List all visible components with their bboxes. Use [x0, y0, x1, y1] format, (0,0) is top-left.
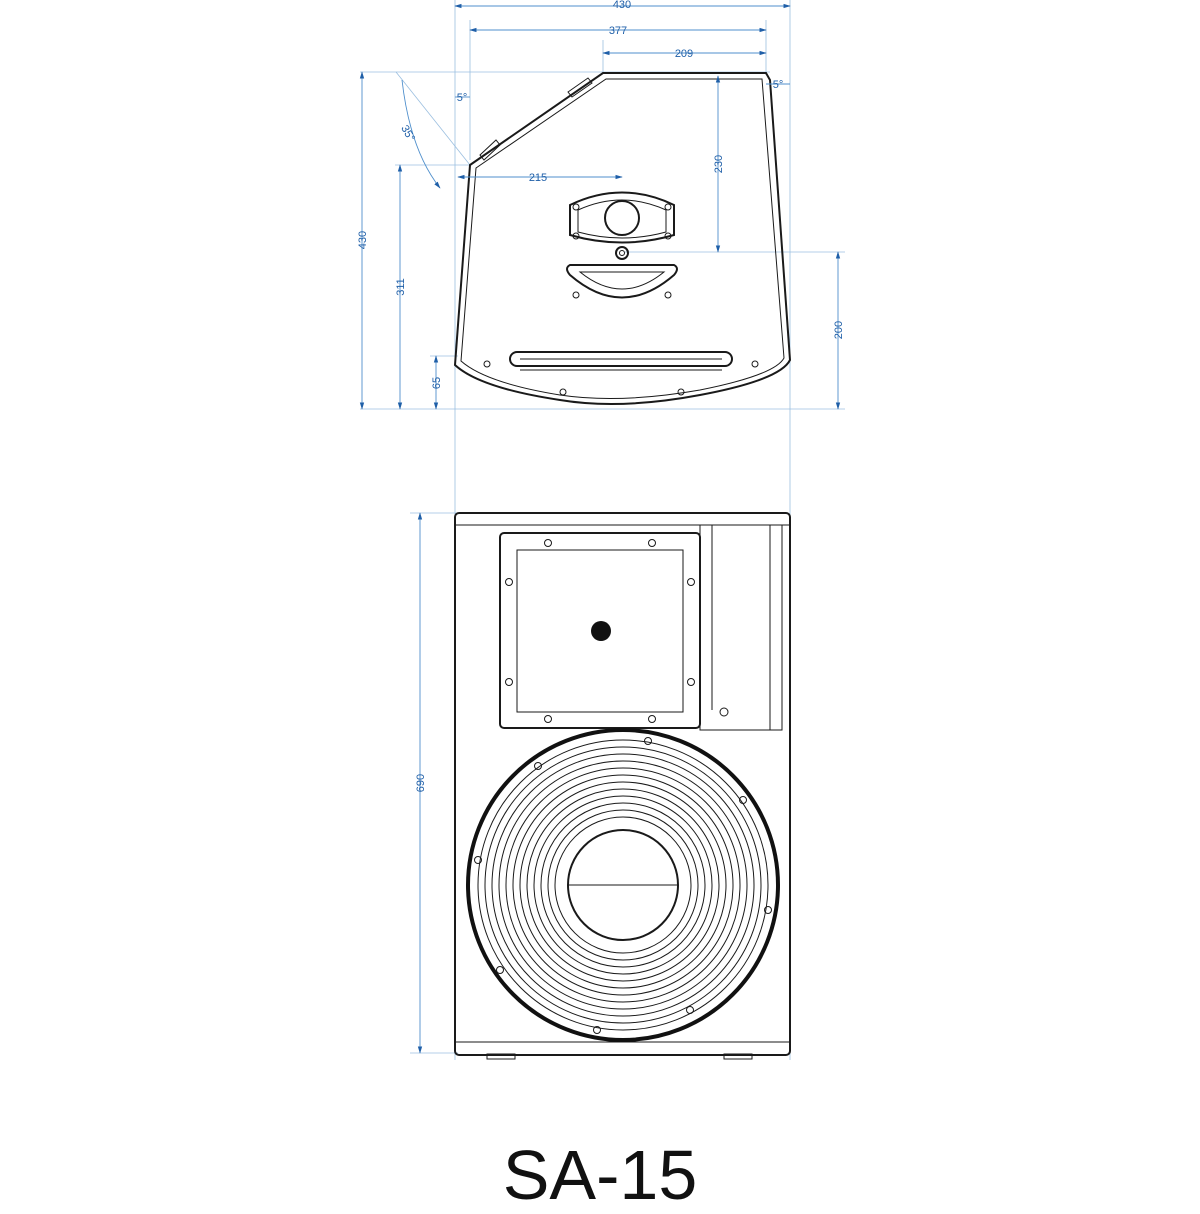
front-view: 690 — [410, 512, 791, 1060]
side-cabinet-outline — [453, 72, 792, 405]
dim-base-height: 65 — [431, 377, 443, 389]
tweeter-horn-icon — [569, 191, 675, 244]
dim-front-height: 311 — [395, 278, 407, 296]
dim-tweeter-height: 230 — [713, 155, 725, 173]
dim-front-tilt: 5° — [457, 92, 468, 104]
dim-total-height: 430 — [357, 231, 369, 249]
dim-total-width: 430 — [613, 0, 631, 11]
dim-handle-height: 200 — [833, 321, 845, 339]
model-title: SA-15 — [502, 1136, 698, 1214]
horn-plate-icon — [499, 532, 701, 729]
side-view: 430 377 209 215 5° 5° 35° 430 311 65 230… — [357, 0, 845, 1060]
dim-top-angle: 35° — [398, 123, 417, 143]
port-icon — [566, 264, 678, 299]
dim-front-height: 690 — [415, 774, 427, 792]
handle-icon — [509, 351, 733, 371]
dim-top-width: 377 — [609, 25, 627, 37]
front-cabinet-outline — [454, 512, 791, 1056]
dim-tweeter-offset-back: 215 — [529, 172, 547, 184]
connector-icon — [615, 246, 629, 260]
woofer-icon — [466, 728, 780, 1042]
dim-tweeter-offset-top: 209 — [675, 48, 693, 60]
dim-back-tilt: 5° — [773, 79, 784, 91]
